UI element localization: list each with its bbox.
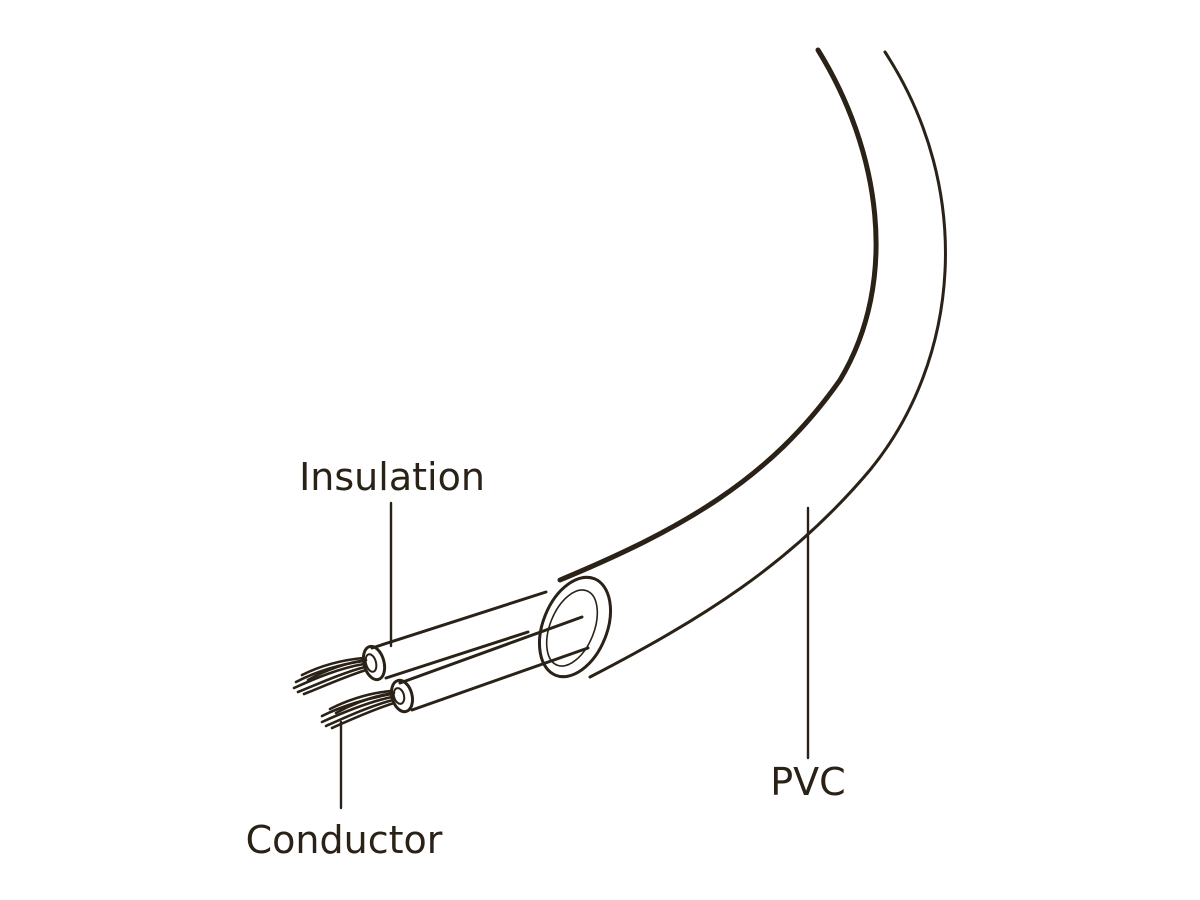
lower-wire-end (389, 678, 415, 714)
pvc-label: PVC (770, 760, 845, 804)
insulation-label: Insulation (299, 455, 485, 499)
upper-wire-end (361, 644, 387, 682)
conductor-label: Conductor (246, 818, 443, 862)
upper-wire (361, 590, 548, 682)
lower-wire-core (392, 687, 406, 705)
jacket-cut-end (538, 575, 612, 679)
pvc-jacket (538, 47, 947, 679)
upper-wire-core (364, 653, 378, 673)
jacket-cut-inner (545, 589, 599, 667)
upper-wire-edge-top (370, 590, 548, 650)
lower-wire-edge-top (398, 615, 584, 685)
upper-wire-edge-bottom (384, 630, 530, 680)
lower-wire-edge-bottom (410, 646, 590, 712)
lower-conductor-strands (320, 689, 396, 730)
jacket-outer-edge (588, 50, 947, 679)
jacket-inner-edge (557, 47, 879, 583)
upper-conductor-strands (292, 656, 368, 696)
lower-wire (389, 615, 590, 714)
